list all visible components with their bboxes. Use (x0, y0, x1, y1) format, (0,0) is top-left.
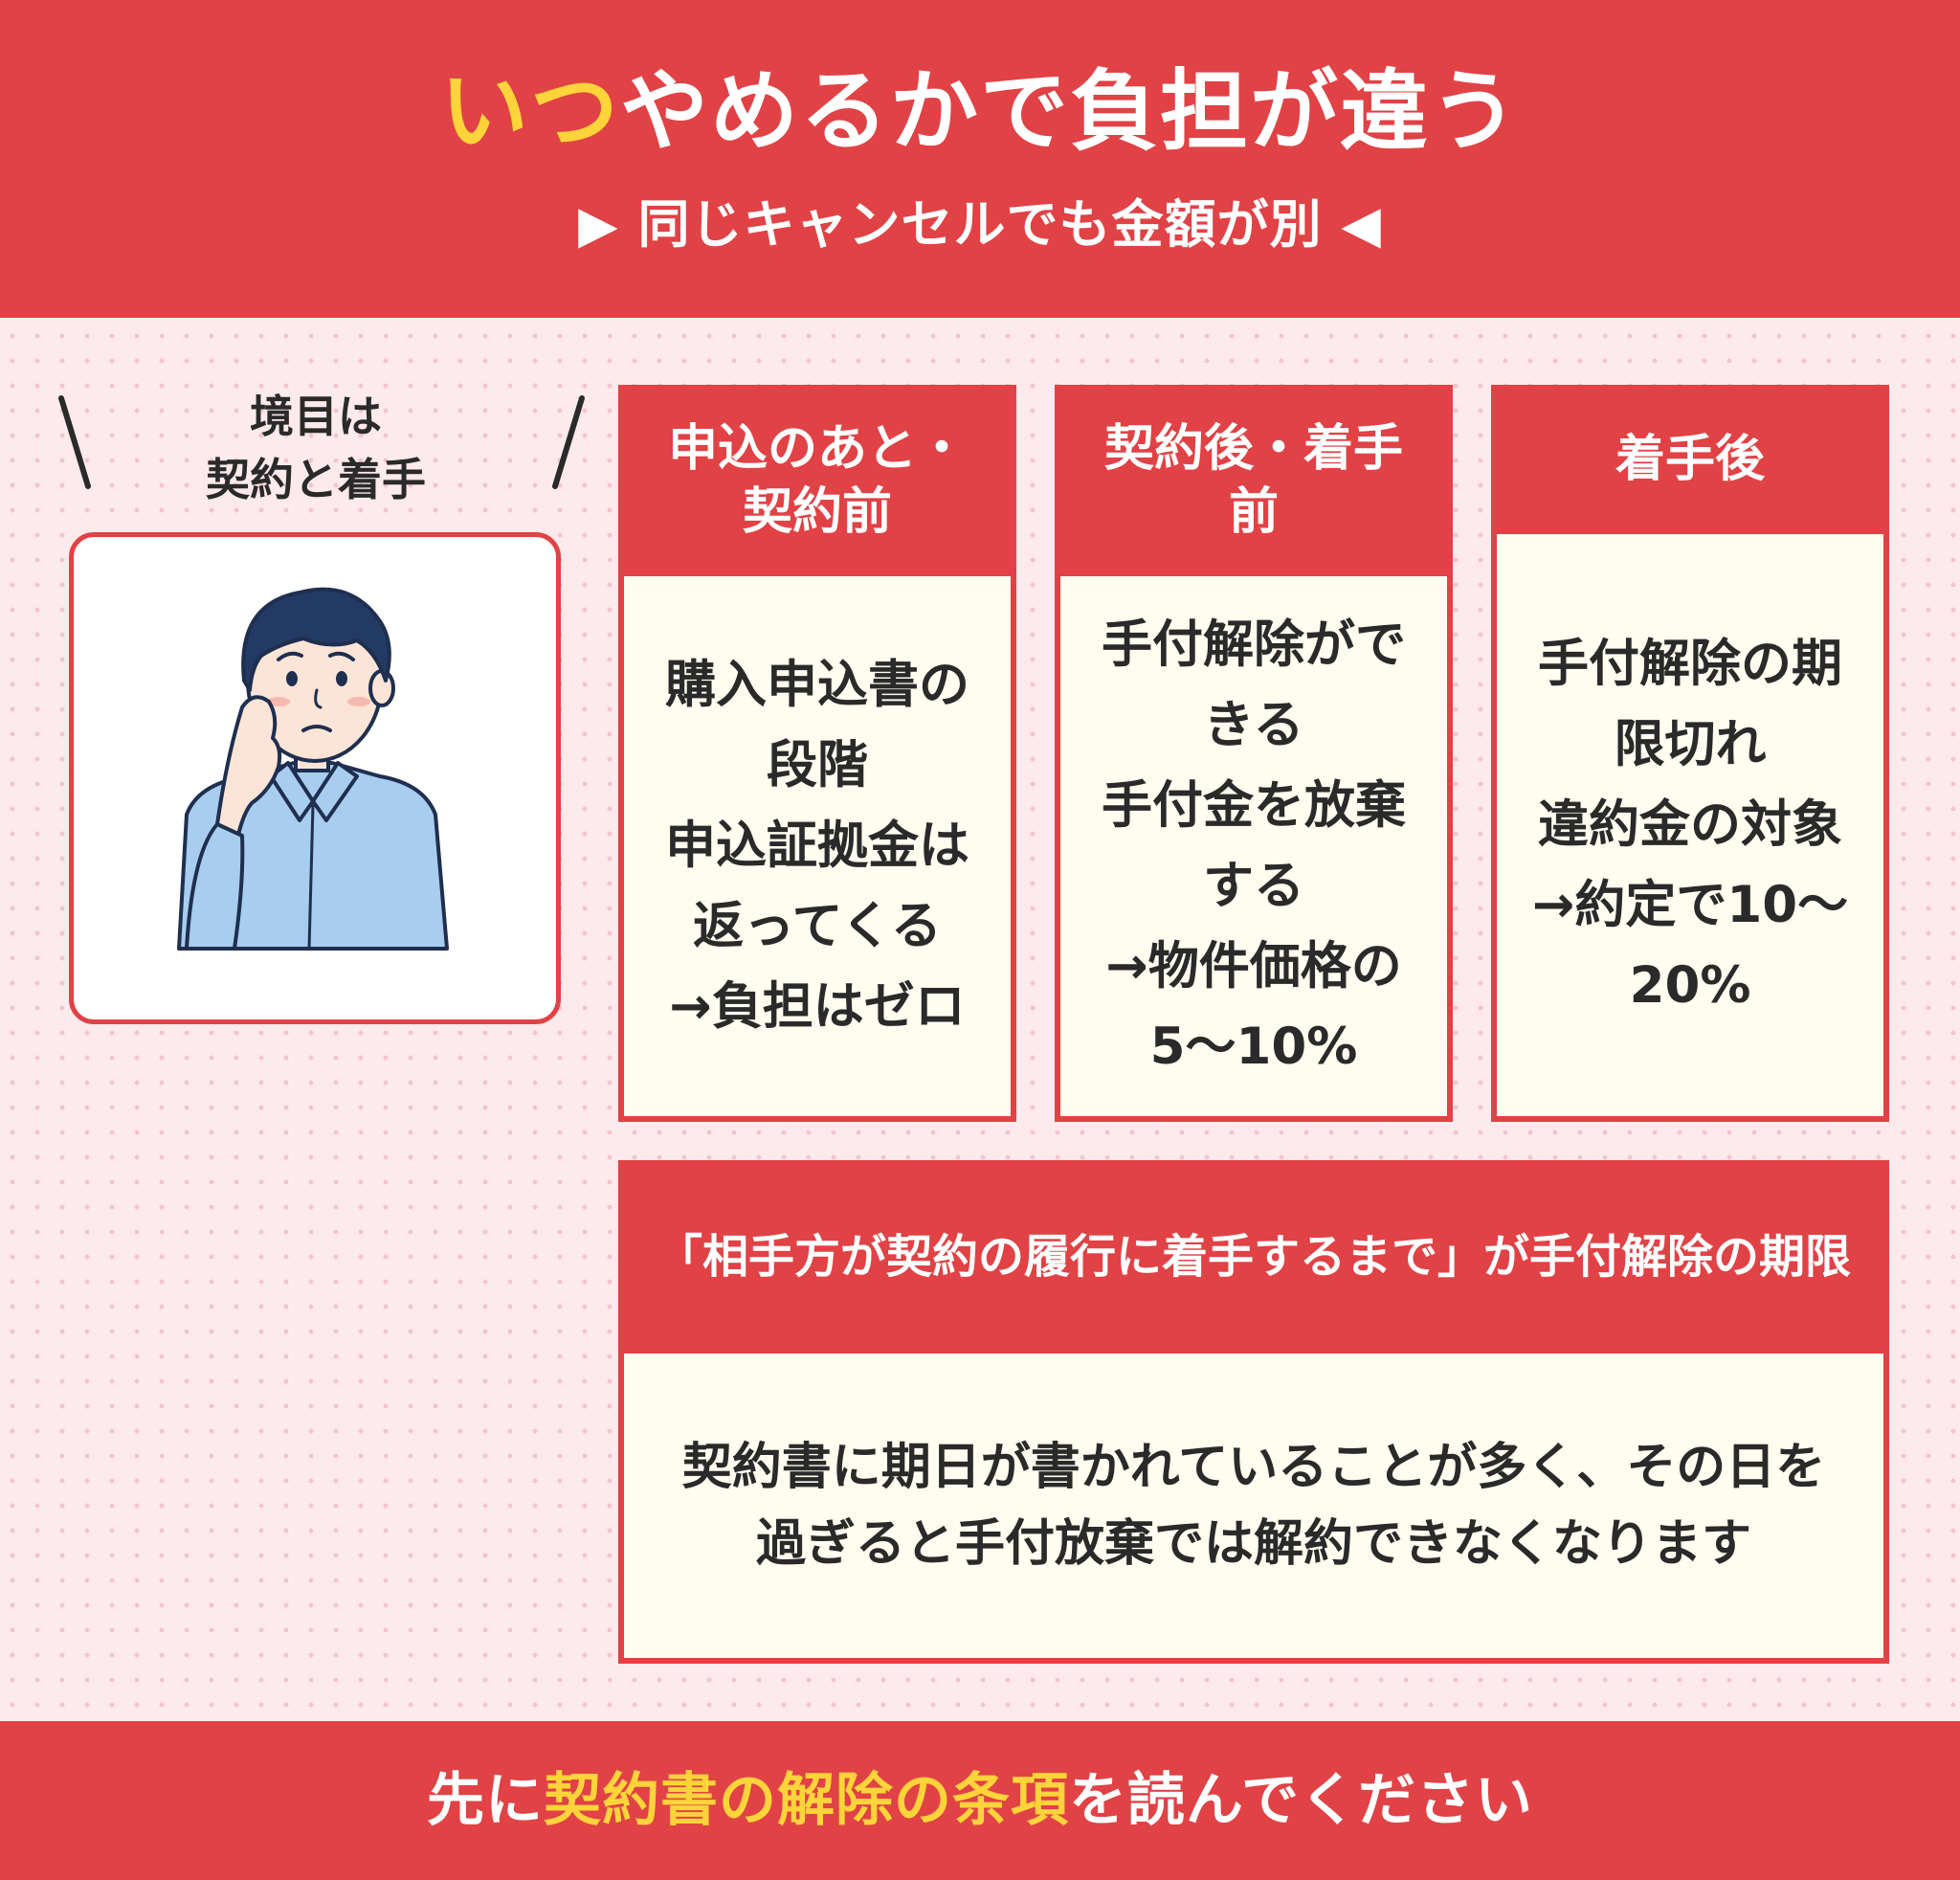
header-banner: いつやめるかで負担が違う ▶ 同じキャンセルでも金額が別 ◀ (0, 0, 1960, 318)
footer-banner: 先に契約書の解除の条項を読んでください (0, 1721, 1960, 1880)
stage-card-line: 申込証拠金は返ってくる (665, 817, 969, 955)
stage-card-line: 購入申込書の段階 (665, 656, 969, 795)
page-title: いつやめるかで負担が違う (0, 59, 1960, 165)
stage-card-line: →約定で10〜20% (1531, 876, 1849, 1015)
stage-card-line: 手付解除ができる (1102, 615, 1406, 754)
stage-card-line: →負担はゼロ (669, 977, 966, 1036)
stage-card-title: 申込のあと・契約前 (618, 385, 1016, 576)
deadline-card-title: 「相手方が契約の履行に着手するまで」が手付解除の期限 (618, 1160, 1889, 1354)
footer-highlight: 契約書の解除の条項 (544, 1767, 1069, 1834)
stage-card-body: 購入申込書の段階 申込証拠金は返ってくる →負担はゼロ (624, 576, 1011, 1116)
stage-card-title: 着手後 (1491, 385, 1889, 534)
footer-text-pre: 先に (427, 1767, 544, 1834)
worried-man-card (69, 532, 561, 1024)
slash-right-icon (552, 395, 585, 489)
title-rest: やめるかで負担が違う (620, 60, 1521, 163)
stage-card-line: 手付金を放棄する (1102, 776, 1406, 915)
worried-man-icon (177, 587, 449, 951)
page-subtitle: ▶ 同じキャンセルでも金額が別 ◀ (578, 194, 1382, 255)
boundary-label: 境目は 契約と着手 (144, 385, 488, 511)
stage-card-body: 手付解除ができる 手付金を放棄する →物件価格の5〜10% (1060, 576, 1447, 1116)
boundary-label-line1: 境目は (250, 391, 382, 442)
stage-card-line: →物件価格の5〜10% (1105, 937, 1402, 1076)
stage-card-after-contract: 契約後・着手前 手付解除ができる 手付金を放棄する →物件価格の5〜10% (1055, 385, 1453, 1122)
slash-left-icon (58, 395, 91, 489)
stage-card-line: 手付解除の期限切れ (1538, 635, 1842, 773)
stage-card-after-commencement: 着手後 手付解除の期限切れ 違約金の対象 →約定で10〜20% (1491, 385, 1889, 1122)
stage-card-line: 違約金の対象 (1538, 795, 1842, 854)
boundary-label-line2: 契約と着手 (206, 454, 426, 505)
footer-text-post: を読んでください (1069, 1767, 1533, 1834)
deadline-card-body: 契約書に期日が書かれていることが多く、その日を過ぎると手付放棄では解約できなくな… (681, 1439, 1826, 1573)
deadline-card: 「相手方が契約の履行に着手するまで」が手付解除の期限 契約書に期日が書かれている… (618, 1160, 1889, 1664)
stage-card-before-contract: 申込のあと・契約前 購入申込書の段階 申込証拠金は返ってくる →負担はゼロ (618, 385, 1016, 1122)
title-highlight: いつ (439, 60, 620, 163)
stage-card-body: 手付解除の期限切れ 違約金の対象 →約定で10〜20% (1497, 534, 1883, 1116)
stage-card-title: 契約後・着手前 (1055, 385, 1453, 576)
